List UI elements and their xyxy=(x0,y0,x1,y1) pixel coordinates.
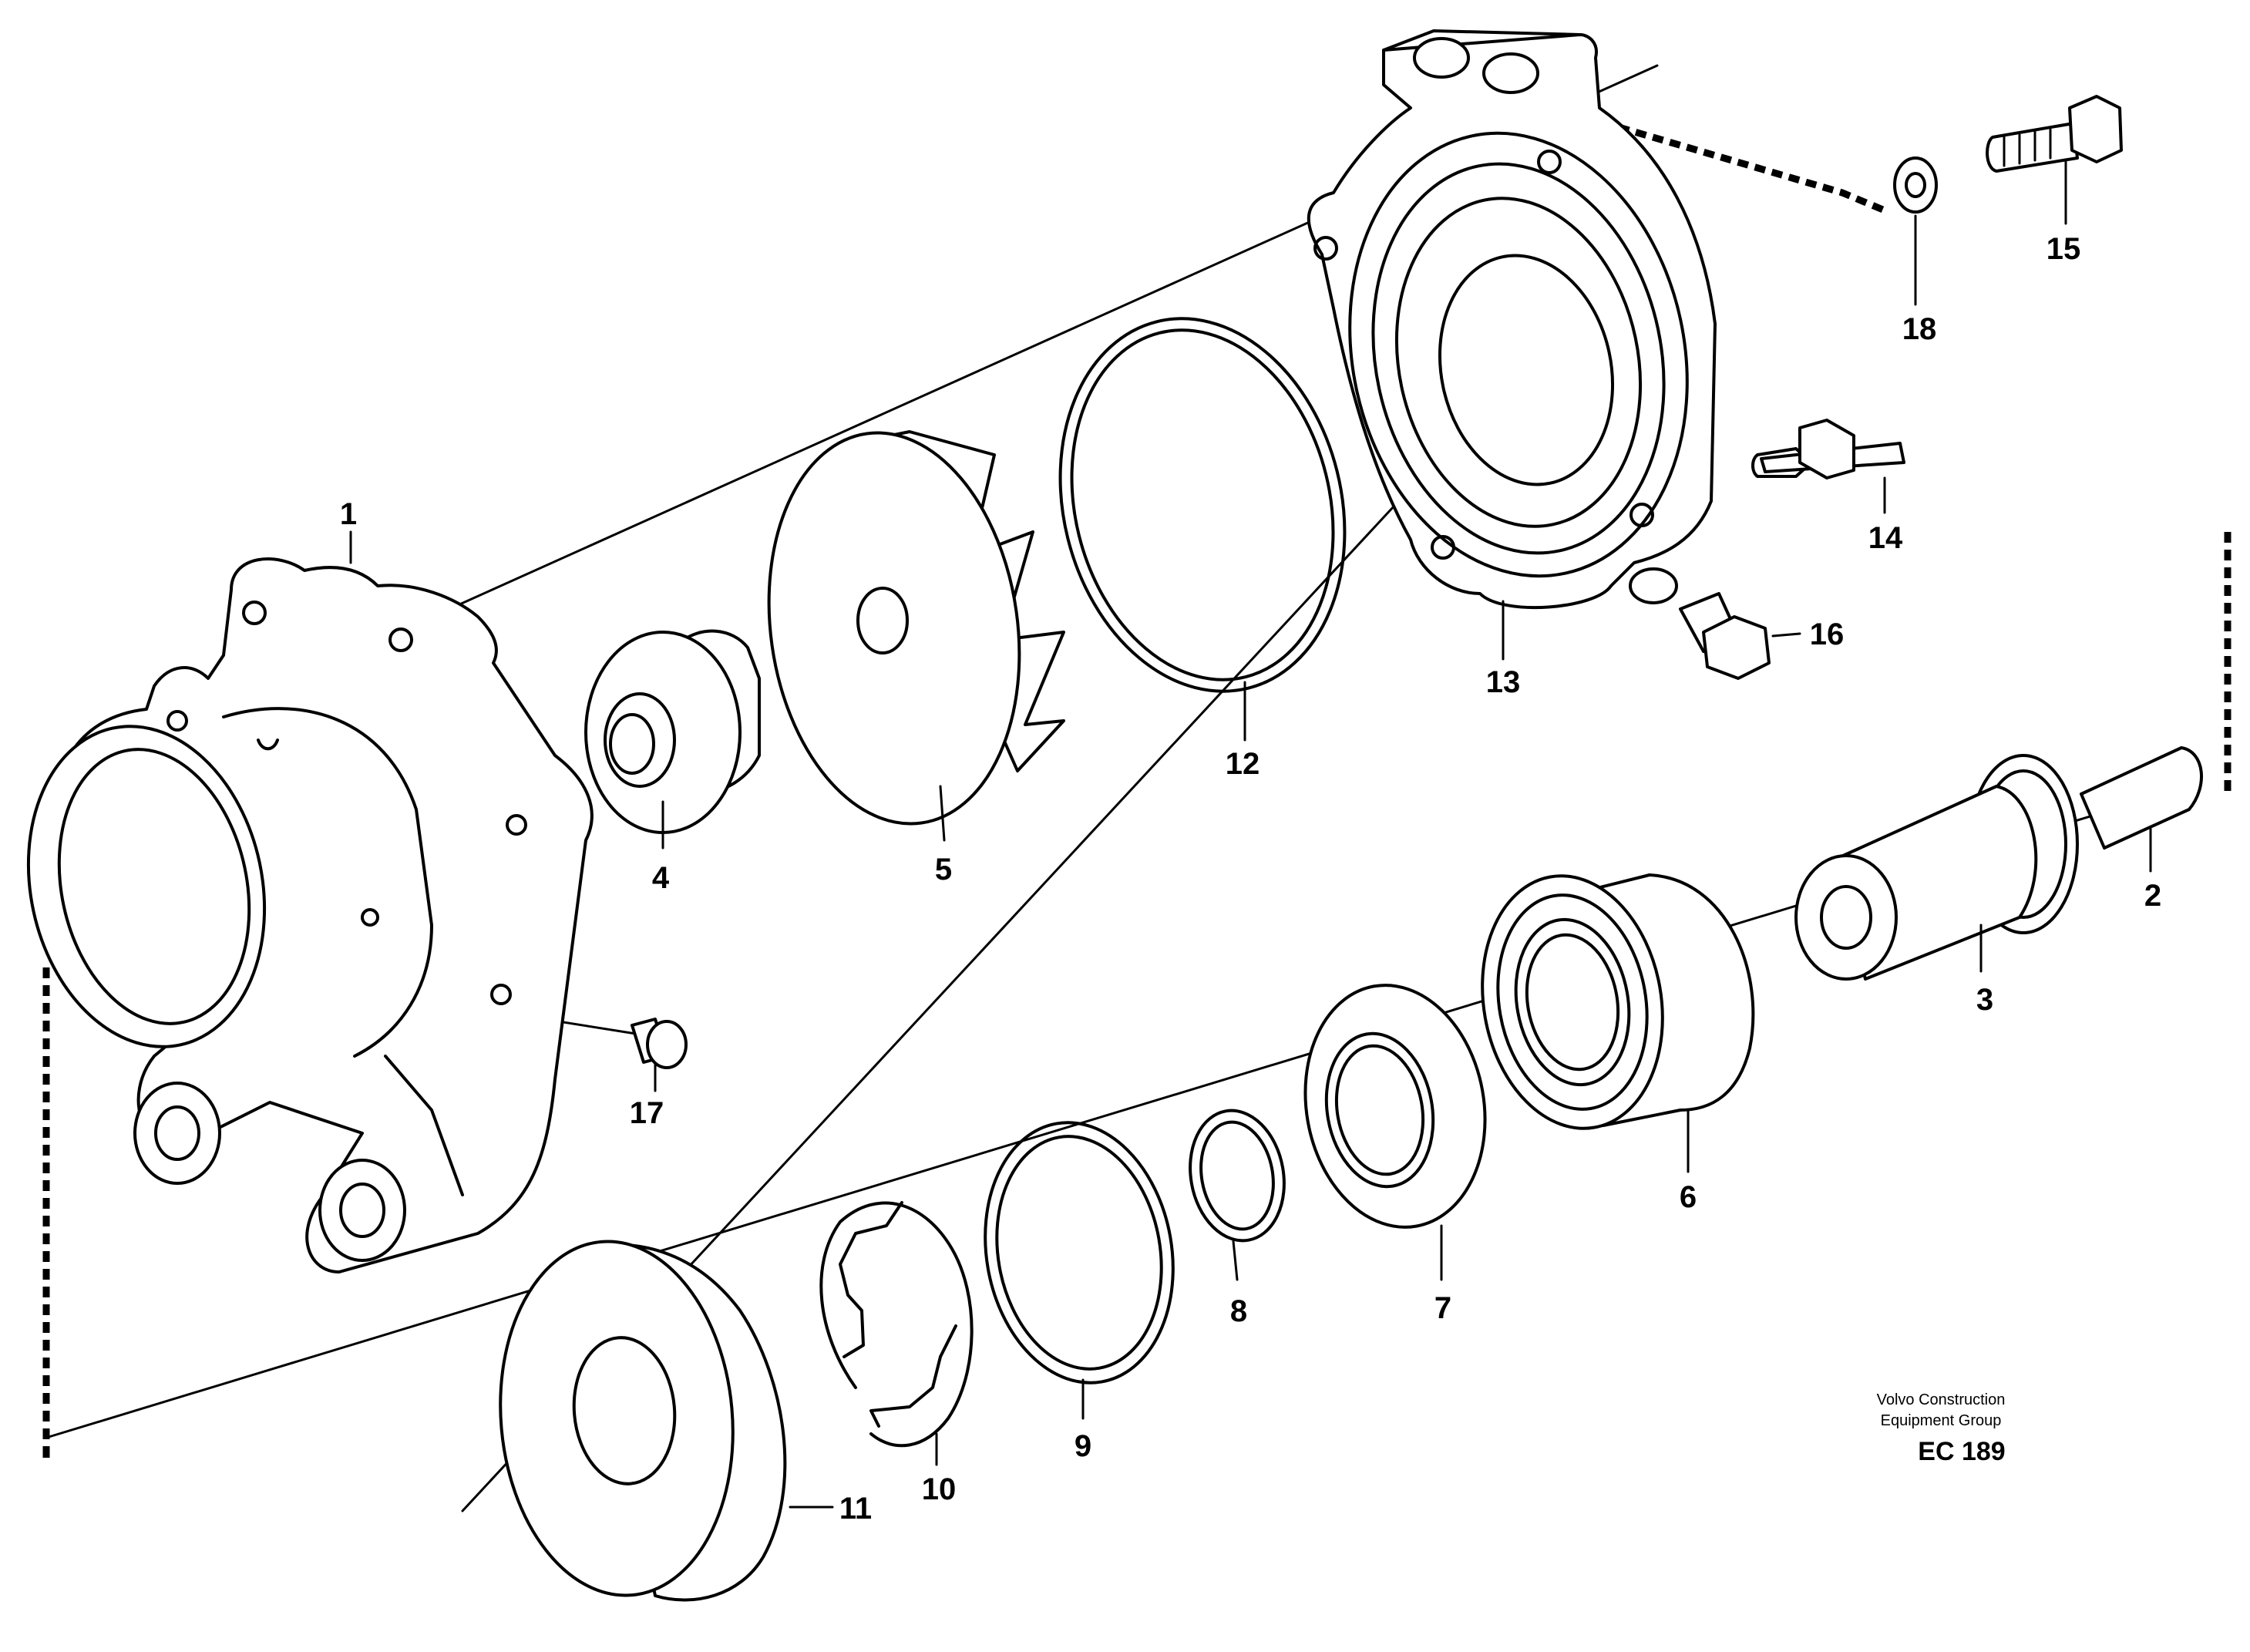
part-label-16: 16 xyxy=(1810,617,1845,651)
part-label-7: 7 xyxy=(1434,1291,1451,1325)
part-label-14: 14 xyxy=(1868,521,1903,555)
part-label-5: 5 xyxy=(935,853,952,887)
pulley xyxy=(499,1240,787,1602)
seal-part xyxy=(584,629,761,834)
credit-block: Volvo Construction Equipment Group EC 18… xyxy=(1877,1391,2006,1466)
leader-lines xyxy=(349,160,2152,1509)
part-labels: 1 2 3 4 5 6 7 8 9 10 11 12 13 14 15 16 1… xyxy=(340,232,2161,1526)
o-ring xyxy=(1058,317,1347,693)
ring-8 xyxy=(1189,1109,1286,1243)
part-label-15: 15 xyxy=(2047,232,2081,266)
bolt-15 xyxy=(1986,95,2123,173)
plug-16 xyxy=(1679,592,1771,680)
part-label-17: 17 xyxy=(630,1096,664,1130)
part-label-4: 4 xyxy=(652,861,670,895)
drawing-code: EC 189 xyxy=(1918,1437,2005,1466)
plug-17 xyxy=(631,1018,688,1069)
part-label-13: 13 xyxy=(1486,665,1521,699)
impeller xyxy=(767,430,1065,826)
part-label-6: 6 xyxy=(1680,1180,1697,1214)
part-label-9: 9 xyxy=(1075,1429,1091,1463)
part-label-8: 8 xyxy=(1230,1294,1247,1328)
credit-line-1: Volvo Construction xyxy=(1877,1391,2006,1408)
part-label-2: 2 xyxy=(2144,879,2161,913)
part-label-10: 10 xyxy=(922,1472,957,1506)
seal-ring xyxy=(1303,984,1487,1229)
credit-line-2: Equipment Group xyxy=(1881,1412,2002,1429)
part-label-11: 11 xyxy=(839,1492,872,1526)
washer-18 xyxy=(1893,156,1938,214)
dashed-brackets xyxy=(42,123,2232,1461)
part-label-12: 12 xyxy=(1226,747,1260,781)
pump-cover xyxy=(1307,29,1717,610)
bolt-14 xyxy=(1751,419,1905,479)
part-label-3: 3 xyxy=(1976,983,1993,1017)
spacer-sleeve xyxy=(1794,785,2038,981)
bearing xyxy=(1481,873,1755,1130)
pump-housing xyxy=(26,557,594,1273)
part-label-1: 1 xyxy=(340,497,357,531)
lock-ring xyxy=(819,1201,974,1448)
part-label-18: 18 xyxy=(1902,312,1937,346)
washer-9 xyxy=(984,1121,1175,1385)
